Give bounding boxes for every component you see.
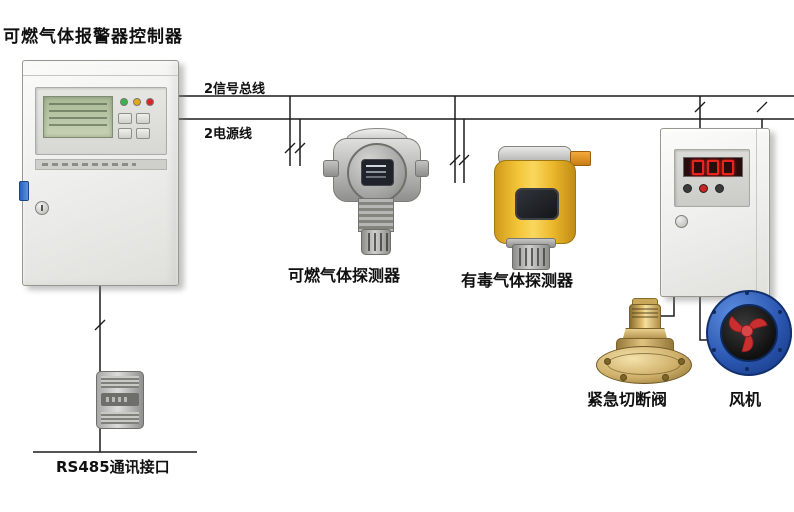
led-readout <box>683 157 743 177</box>
emergency-shutoff-valve <box>596 298 692 386</box>
door-latch <box>19 181 29 201</box>
control-box-display-panel <box>674 149 750 207</box>
led-digit <box>707 159 719 175</box>
fan-duct <box>720 304 778 362</box>
led-digit <box>692 159 704 175</box>
casing-bolt <box>712 310 716 314</box>
power-line-label: 2电源线 <box>204 127 253 142</box>
flange-bolt <box>620 374 627 381</box>
detector-face <box>347 143 407 203</box>
fault-led <box>133 98 141 106</box>
sensor-head <box>512 244 550 270</box>
detector-display <box>515 188 559 220</box>
shutoff-valve-label: 紧急切断阀 <box>587 390 668 409</box>
power-led <box>120 98 128 106</box>
fan-label: 风机 <box>729 390 762 409</box>
signal-bus-label: 2信号总线 <box>204 82 266 97</box>
valve-feed-wire <box>656 294 675 317</box>
combustible-gas-detector <box>323 128 429 258</box>
terminal-ribs-top <box>101 376 139 388</box>
door-keylock <box>35 201 49 215</box>
flange-bolt <box>662 374 669 381</box>
box-keylock <box>675 215 688 228</box>
conduit-entry-left <box>323 160 339 177</box>
valve-flange <box>596 346 692 384</box>
box-door-seam <box>756 129 757 296</box>
page-title: 可燃气体报警器控制器 <box>3 27 183 47</box>
alarm-led <box>146 98 154 106</box>
toxic-detector-label: 有毒气体探测器 <box>461 271 574 290</box>
casing-bolt <box>712 348 716 352</box>
terminal-ribs-bottom <box>101 412 139 424</box>
status-led-row <box>120 98 154 106</box>
detector-display <box>361 159 394 186</box>
casing-bolt <box>745 367 749 371</box>
keypad-button <box>118 113 132 124</box>
casing-bolt <box>778 310 782 314</box>
conduit-entry <box>570 151 591 166</box>
cabinet-door-seam <box>23 75 178 76</box>
combustible-detector-label: 可燃气体探测器 <box>288 266 401 285</box>
keypad-button <box>136 113 150 124</box>
panel-button-row <box>683 184 724 193</box>
sensor-head <box>361 229 391 255</box>
rs485-interface-label: RS485通讯接口 <box>56 458 170 476</box>
flange-bolt <box>678 358 685 365</box>
flange-bolt <box>604 358 611 365</box>
led-digit <box>722 159 734 175</box>
controller-keypad <box>118 113 164 139</box>
panel-button <box>715 184 724 193</box>
keypad-button <box>118 128 132 139</box>
valve-solenoid-coil <box>629 304 661 332</box>
threaded-neck <box>358 198 394 232</box>
casing-bolt <box>745 291 749 295</box>
exhaust-fan <box>706 290 792 376</box>
wire-count-ticks <box>94 101 768 331</box>
rs485-converter-module <box>96 371 144 429</box>
gas-alarm-controller-cabinet <box>19 60 179 286</box>
panel-button <box>683 184 692 193</box>
controller-display-bezel <box>35 87 167 155</box>
conduit-entry-right <box>415 160 429 177</box>
panel-button <box>699 184 708 193</box>
keypad-button <box>136 128 150 139</box>
lcd-screen <box>43 96 113 138</box>
module-center-band <box>101 393 139 406</box>
fan-impeller <box>728 315 768 352</box>
detector-body <box>494 160 576 244</box>
casing-bolt <box>778 348 782 352</box>
fan-valve-control-box <box>660 128 770 297</box>
controller-nameplate <box>35 159 167 170</box>
toxic-gas-detector <box>486 146 591 270</box>
